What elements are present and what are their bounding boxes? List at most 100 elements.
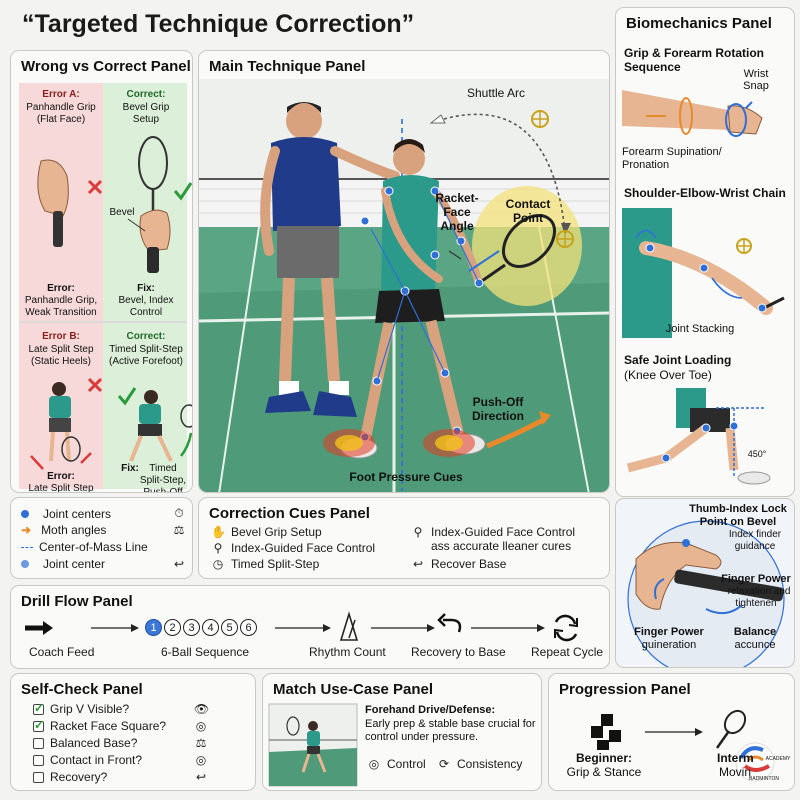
- biomechanics-title: Biomechanics Panel: [626, 15, 772, 32]
- intermediate-label: Interm: [717, 751, 754, 765]
- dashed-line-icon: [21, 546, 33, 548]
- step-rhythm-count: Rhythm Count: [309, 645, 386, 659]
- finger-power-1-label: Finger Power: [721, 573, 791, 585]
- biomechanics-illustration: [622, 90, 785, 485]
- racket-icon: ⚲: [213, 541, 223, 555]
- cue-label: Timed Split-Step: [231, 557, 320, 571]
- checkbox[interactable]: [33, 771, 44, 783]
- orange-arrow-icon: ➜: [21, 523, 32, 537]
- academy-logo-top: ACADEMY: [765, 756, 791, 762]
- error-a-desc: Panhandle Grip (Flat Face): [26, 102, 96, 125]
- correction-cues-title: Correction Cues Panel: [209, 505, 370, 522]
- legend-label: Moth angles: [41, 523, 107, 537]
- self-check-title: Self-Check Panel: [21, 681, 143, 698]
- angle-label: 450°: [747, 449, 767, 459]
- checkbox[interactable]: [33, 718, 44, 732]
- racket-face-angle-label: Racket-Face Angle: [435, 191, 479, 233]
- timer-icon: ⏱: [174, 506, 184, 520]
- self-check-item[interactable]: Contact in Front? ◎: [33, 753, 208, 767]
- checkbox[interactable]: [33, 701, 44, 715]
- biomechanics-panel: Biomechanics Panel Grip & Forearm: [615, 7, 795, 497]
- legend-panel: Joint centers ⏱ ➜ Moth angles ⚖ Center-o…: [10, 497, 193, 579]
- self-check-panel: Self-Check Panel Grip V Visible? 👁 Racke…: [10, 673, 256, 791]
- fix-b: Timed Split-Step, Push-Off: [139, 463, 187, 493]
- clock-icon: ◷: [212, 557, 224, 571]
- grip-sequence-label: Grip & Forearm Rotation Sequence: [624, 46, 765, 74]
- drill-flow-title: Drill Flow Panel: [21, 593, 133, 610]
- cue-item: ⚲ Index-Guided Face Control: [211, 541, 375, 555]
- scale-icon: ⚖: [195, 736, 207, 750]
- target-icon: ◎: [195, 719, 207, 733]
- return-icon: ↩: [412, 557, 424, 571]
- check-label: Contact in Front?: [50, 753, 143, 767]
- cue-item: ✋ Bevel Grip Setup: [211, 525, 322, 539]
- checkbox[interactable]: [33, 754, 44, 766]
- control-badge: ◎ Control: [367, 757, 426, 771]
- self-check-item[interactable]: Racket Face Square? ◎: [33, 718, 208, 733]
- cue-item: ↩ Recover Base: [411, 557, 506, 571]
- thumb-index-label: Thumb-Index Lock Point on Bevel: [689, 503, 787, 528]
- academy-logo-bottom: BADMINTON: [749, 776, 779, 782]
- legend-label: Joint centers: [43, 506, 112, 521]
- finger-power-1-desc: - relaxation and tightenen: [721, 586, 791, 609]
- error-b-note: Late Split Step: [28, 483, 94, 493]
- error-a-note-label: Error:: [47, 283, 75, 294]
- checkbox[interactable]: [33, 737, 44, 749]
- return-icon: ↩: [195, 770, 207, 784]
- legend-item-com-line: Center-of-Mass Line: [21, 540, 186, 554]
- self-check-item[interactable]: Recovery? ↩: [33, 770, 208, 784]
- ball-number: 6: [240, 619, 257, 636]
- finger-control-panel: Thumb-Index Lock Point on Bevel Index fi…: [615, 498, 795, 668]
- target-icon: ◎: [368, 757, 380, 771]
- check-label: Grip V Visible?: [50, 702, 130, 716]
- finger-power-2-desc: guineration: [641, 639, 697, 651]
- ball-number: 1: [145, 619, 162, 636]
- step-6-ball: 6-Ball Sequence: [161, 645, 250, 659]
- ball-number: 4: [202, 619, 219, 636]
- foot-pressure-label: Foot Pressure Cues: [349, 470, 463, 484]
- match-use-case-title: Match Use-Case Panel: [273, 681, 434, 698]
- consistency-label: Consistency: [457, 757, 523, 771]
- ball-number: 5: [221, 619, 238, 636]
- finger-control-illustration: [627, 520, 785, 667]
- cue-label: Bevel Grip Setup: [231, 525, 322, 539]
- wrong-correct-panel: Wrong vs Correct Panel: [10, 50, 193, 493]
- correct-b-desc: Timed Split-Step (Active Forefoot): [109, 344, 183, 367]
- self-check-item[interactable]: Grip V Visible? 👁: [33, 701, 209, 716]
- drill-flow-arrows: [25, 611, 578, 642]
- push-off-label: Push-Off Direction: [471, 395, 524, 423]
- correct-a-label: Correct:: [126, 89, 166, 100]
- legend-item-joint-centers: Joint centers ⏱: [21, 506, 186, 521]
- match-desc: Early prep & stable base crucial for con…: [365, 718, 536, 743]
- progression-panel: Progression Panel Beginner: Grip & Stanc…: [548, 673, 795, 791]
- joint-stacking-label: Joint Stacking: [665, 323, 735, 335]
- cue-label: Recover Base: [431, 557, 507, 571]
- contact-point-label: Contact Point: [505, 197, 551, 225]
- error-a-note: Panhandle Grip, Weak Transition: [24, 295, 98, 318]
- legend-item-moth-angles: ➜ Moth angles ⚖: [21, 523, 186, 537]
- step-recovery: Recovery to Base: [411, 645, 506, 659]
- supination-label: Forearm Supination/ Pronation: [622, 146, 722, 171]
- main-technique-panel: Main Technique Panel: [198, 50, 610, 493]
- error-b-desc: Late Split Step (Static Heels): [28, 344, 94, 367]
- return-icon: ↩: [173, 557, 185, 571]
- hand-icon: ✋: [211, 525, 226, 539]
- error-b-label: Error B:: [42, 331, 80, 342]
- blue-dot-icon: [21, 509, 29, 518]
- check-label: Balanced Base?: [50, 736, 138, 750]
- drill-flow-panel: Drill Flow Panel 1 2 3 4 5 6 Coach Feed …: [10, 585, 610, 669]
- legend-item-joint-center: Joint center ↩: [21, 557, 186, 571]
- cue-item: ◷ Timed Split-Step: [211, 557, 320, 571]
- check-label: Racket Face Square?: [50, 719, 167, 733]
- beginner-label: Beginner:: [575, 751, 632, 765]
- intermediate-desc: Movin: [719, 765, 752, 779]
- control-label: Control: [387, 757, 426, 771]
- cue-item-sub: ass accurate lleaner cures: [431, 539, 571, 553]
- error-a-label: Error A:: [42, 89, 80, 100]
- legend-label: Joint center: [43, 557, 106, 571]
- legend-label: Center-of-Mass Line: [39, 540, 148, 554]
- balance-desc: accunce: [734, 639, 776, 651]
- step-coach-feed: Coach Feed: [29, 645, 95, 659]
- ball-number: 2: [164, 619, 181, 636]
- self-check-item[interactable]: Balanced Base? ⚖: [33, 736, 208, 750]
